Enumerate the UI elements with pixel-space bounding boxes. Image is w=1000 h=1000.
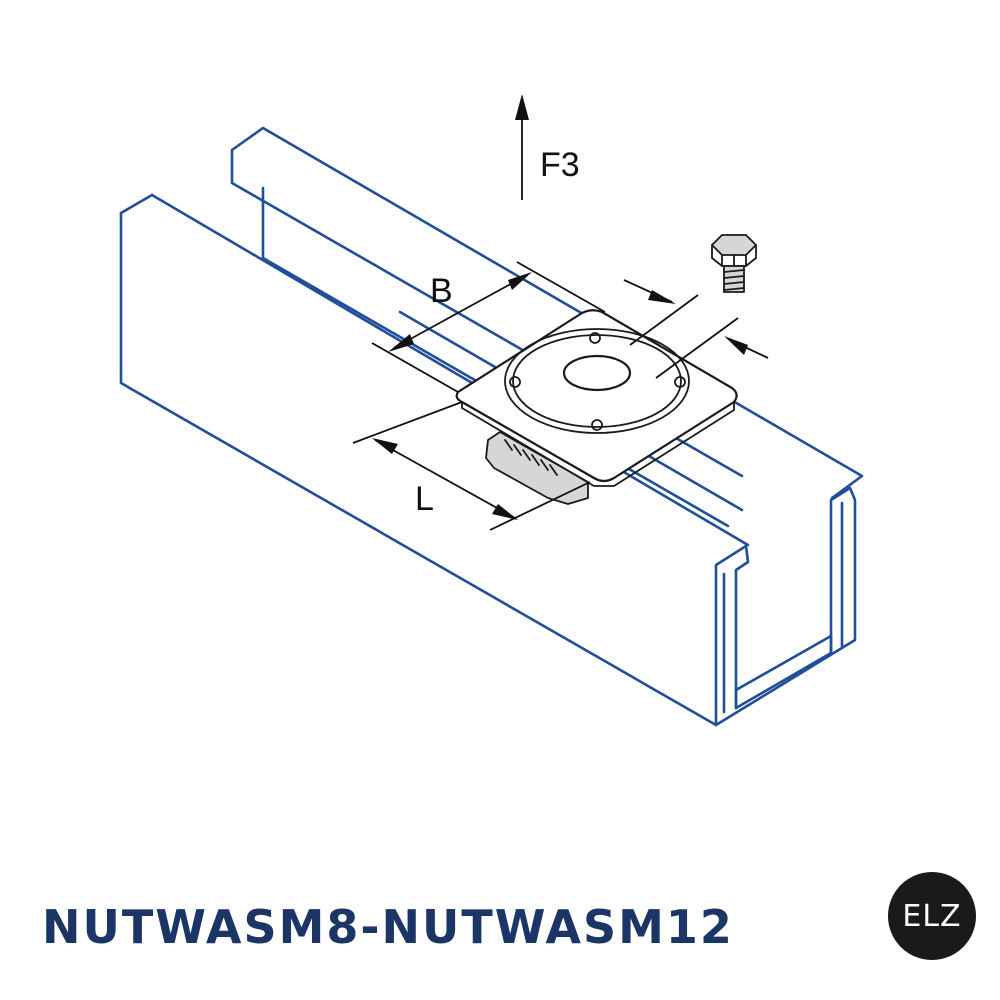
dimension-hole — [623, 279, 769, 379]
force-label: F3 — [540, 146, 580, 184]
hex-bolt-icon — [711, 234, 757, 293]
length-label: L — [415, 480, 434, 518]
square-washer — [455, 309, 738, 487]
brand-logo: ELZ — [888, 872, 976, 960]
dimension-l — [352, 401, 591, 531]
width-label: B — [430, 272, 453, 310]
force-arrow — [515, 94, 529, 200]
product-code: NUTWASM8-NUTWASM12 — [42, 900, 734, 954]
dimension-b — [371, 261, 606, 393]
strut-channel — [119, 126, 864, 727]
